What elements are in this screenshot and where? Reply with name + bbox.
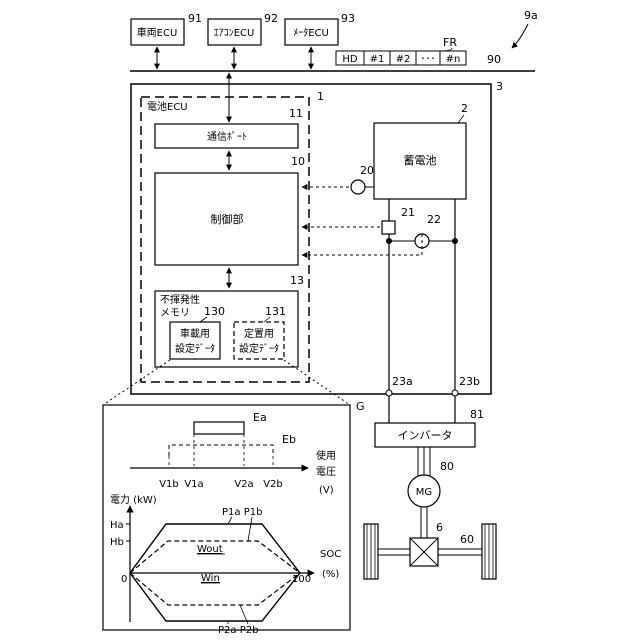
controller-ref: 10 <box>291 155 305 168</box>
frame-field-n: #n <box>446 54 461 65</box>
temperature-sensor-ref: 20 <box>360 164 374 177</box>
tick-v2b: V2b <box>263 479 283 490</box>
tick-hb: Hb <box>110 537 124 548</box>
stationary-setting-data-ref: 131 <box>265 305 286 318</box>
aircon-ecu-label: ｴｱｺﾝECU <box>214 28 255 39</box>
vehicle-setting-data-line2: 設定ﾃﾞｰﾀ <box>175 342 215 355</box>
current-sensor <box>382 221 395 234</box>
voltage-range-eb-label: Eb <box>282 433 296 446</box>
terminal-a <box>386 390 392 396</box>
battery-ref-leader <box>458 115 464 123</box>
meter-ecu-ref: 93 <box>341 12 355 25</box>
left-wheel <box>364 524 378 579</box>
upper-points-label: P1a P1b <box>222 507 262 518</box>
right-wheel <box>482 524 496 579</box>
vehicle-ecu-ref: 91 <box>188 12 202 25</box>
vehicle-ecu-label: 車両ECU <box>137 26 178 39</box>
voltage-axis-label-line1: 使用 <box>316 449 336 462</box>
temperature-sensor <box>351 180 365 194</box>
voltage-range-ea <box>194 422 244 434</box>
frame-fields: HD #1 #2 ･･･ #n <box>336 51 466 65</box>
detail-ref: G <box>356 400 365 413</box>
voltage-range-ea-label: Ea <box>253 411 267 424</box>
tick-v1b: V1b <box>159 479 179 490</box>
memory-ref: 13 <box>290 274 304 287</box>
stationary-setting-data-line2: 設定ﾃﾞｰﾀ <box>239 342 279 355</box>
tick-v2a: V2a <box>234 479 253 490</box>
axle-ref: 60 <box>460 533 474 546</box>
memory-label-line2: メモリ <box>160 308 190 319</box>
terminal-b <box>452 390 458 396</box>
tick-ha: Ha <box>110 520 124 531</box>
tick-v1a: V1a <box>184 479 203 490</box>
current-sensor-ref: 21 <box>401 206 415 219</box>
voltage-signal-line <box>302 234 422 255</box>
soc-axis-label-line2: (%) <box>322 569 339 580</box>
system-ref: 9a <box>524 9 538 22</box>
power-axis-label: 電力 (kW) <box>110 493 157 506</box>
frame-field-2: #2 <box>396 54 411 65</box>
comm-port-ref: 11 <box>289 107 303 120</box>
frame-ref: FR <box>443 36 457 49</box>
device-ref: 3 <box>496 80 503 93</box>
inverter-ref: 81 <box>470 408 484 421</box>
frame-field-dots: ･･･ <box>421 54 436 65</box>
comm-port-label: 通信ﾎﾟｰﾄ <box>207 131 247 143</box>
aircon-ecu-ref: 92 <box>264 12 278 25</box>
system-ref-arrow <box>512 24 528 48</box>
battery-ecu-label: 電池ECU <box>147 100 188 113</box>
frame-field-hd: HD <box>342 54 358 65</box>
terminal-b-ref: 23b <box>459 375 480 388</box>
motor-generator-ref: 80 <box>440 460 454 473</box>
bus-ref: 90 <box>487 53 501 66</box>
frame-field-1: #1 <box>370 54 385 65</box>
junction-dot-negative <box>452 238 458 244</box>
vehicle-setting-data-line1: 車載用 <box>180 327 210 340</box>
tick-soc-0: 0 <box>121 574 127 585</box>
battery-ecu-ref: 1 <box>317 90 324 103</box>
wout-label: Wout <box>197 544 223 555</box>
controller-label: 制御部 <box>211 212 244 226</box>
terminal-a-ref: 23a <box>392 375 413 388</box>
junction-dot-positive <box>386 238 392 244</box>
stationary-setting-data-line1: 定置用 <box>244 327 274 340</box>
memory-label-line1: 不揮発性 <box>160 293 200 306</box>
storage-battery-ref: 2 <box>461 102 468 115</box>
inverter-label: インバータ <box>398 429 453 442</box>
vehicle-setting-data-ref: 130 <box>204 305 225 318</box>
gear-ref: 6 <box>436 521 443 534</box>
voltage-axis-label-line2: 電圧 <box>316 466 336 478</box>
soc-axis-label-line1: SOC <box>320 549 341 560</box>
voltage-axis-unit: (V) <box>319 485 334 496</box>
win-label: Win <box>201 573 220 584</box>
meter-ecu-label: ﾒｰﾀECU <box>293 27 329 39</box>
lower-points-label: P2a P2b <box>218 625 258 636</box>
voltage-sensor-ref: 22 <box>427 213 441 226</box>
storage-battery-label: 蓄電池 <box>404 154 437 167</box>
motor-generator-label: MG <box>416 487 432 498</box>
